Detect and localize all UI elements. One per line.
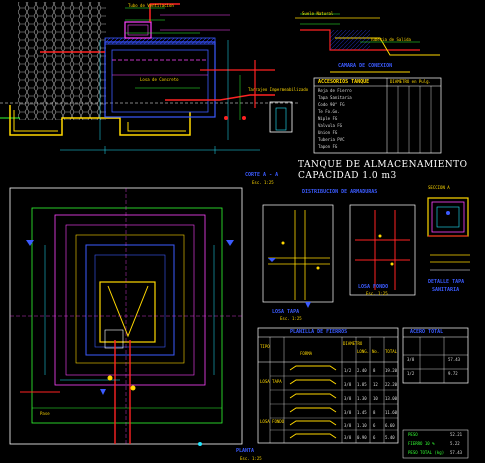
acero-cell-v: 57.43 [448, 357, 461, 362]
total-label: PESO [408, 432, 418, 437]
steel-col-no: No. [372, 349, 380, 354]
steel-cell-l: 1.85 [357, 382, 367, 387]
steel-col-diam: DIAMETRO [343, 341, 363, 346]
steel-cell-t: 13.00 [385, 396, 398, 401]
label-detalle-tapa: DETALLE TAPA [428, 279, 465, 285]
planilla-title: PLANILLA DE FIERROS [290, 329, 348, 335]
steel-cell-d: 1/2 [344, 368, 352, 373]
steel-cell-t: 22.20 [385, 382, 398, 387]
label-losa-fondo: LOSA FONDO [358, 284, 389, 290]
label-planta-scale: Esc. 1:25 [240, 456, 262, 461]
annotation-suelo: Suelo Natural [302, 11, 334, 16]
label-seccion-a: SECCION A [428, 185, 450, 190]
steel-cell-d: 3/8 [344, 382, 352, 387]
steel-cell-l: 1.30 [357, 396, 367, 401]
camara-conexion-drawing [295, 13, 440, 73]
steel-cell-n: 6 [373, 423, 376, 428]
total-value: 5.22 [450, 441, 460, 446]
label-camara: CAMARA DE CONEXION [338, 63, 393, 69]
label-detalle-tapa-sub: SANITARIA [432, 287, 460, 293]
label-losa-tapa-scale: Esc. 1:25 [280, 316, 302, 321]
steel-cell-t: 6.60 [385, 423, 395, 428]
steel-col-total: TOTAL [385, 349, 398, 354]
steel-cell-t: 19.20 [385, 368, 398, 373]
steel-cell-l: 1.45 [357, 410, 367, 415]
total-value: 57.43 [450, 450, 463, 455]
total-label: FIERRO 10 % [408, 441, 435, 446]
steel-cell-d: 3/8 [344, 423, 352, 428]
steel-cell-n: 10 [373, 396, 378, 401]
annotation-tuberia-salida: Tuberia de Salida [370, 37, 411, 42]
accessories-table-grid [313, 77, 442, 154]
label-corte-scale: Esc. 1:25 [252, 180, 274, 185]
acero-total-title: ACERO TOTAL [410, 329, 444, 335]
reinforcement-drawing [262, 204, 416, 308]
accessory-row: Tapon FG [318, 144, 338, 149]
steel-cell-d: 3/8 [344, 435, 352, 440]
acero-cell-d: 3/8 [407, 357, 415, 362]
steel-col-long: LONG. [357, 349, 370, 354]
plan-drawing [9, 187, 243, 446]
steel-col-tipo: TIPO [260, 344, 270, 349]
annotation-tubo-ventilacion: Tubo de Ventilacion [128, 3, 174, 8]
detalle-tapa-drawing [427, 197, 470, 271]
accessory-row: Valvula FG [318, 123, 343, 128]
steel-cell-d: 3/8 [344, 410, 352, 415]
label-corte: CORTE A - A [245, 172, 279, 178]
acero-cell-d: 1/2 [407, 371, 415, 376]
total-value: 52.21 [450, 432, 463, 437]
steel-cell-n: 12 [373, 382, 378, 387]
steel-cell-l: 0.90 [357, 435, 367, 440]
steel-cell-l: 2.40 [357, 368, 367, 373]
steel-table-grid [257, 327, 469, 459]
drawing-title-line1: TANQUE DE ALMACENAMIENTO [298, 160, 468, 170]
steel-cell-n: 8 [373, 368, 376, 373]
steel-col-forma: FORMA [300, 351, 313, 356]
steel-cell-n: 8 [373, 410, 376, 415]
steel-cell-n: 6 [373, 435, 376, 440]
label-planta: PLANTA [236, 448, 255, 454]
steel-group-fondo: LOSA FONDO [260, 419, 285, 424]
label-losa-fondo-scale: Esc. 1:25 [366, 291, 388, 296]
steel-cell-l: 1.10 [357, 423, 367, 428]
accessories-header: ACCESORIOS TANQUE [318, 79, 370, 85]
annotation-impermeabilizado: Tarrajeo Impermeabilizado [248, 87, 309, 92]
steel-cell-d: 3/8 [344, 396, 352, 401]
accessory-row: Reja de Fierro [318, 88, 352, 93]
steel-cell-t: 5.40 [385, 435, 395, 440]
total-label: PESO TOTAL (kg) [408, 450, 445, 455]
accessory-row: Te Fo.Go. [318, 109, 340, 114]
annotation-pase: Pase [40, 411, 50, 416]
label-distribucion: DISTRIBUCION DE ARMADURAS [302, 189, 378, 195]
accessory-row: Codo 90° FG [318, 102, 345, 107]
acero-cell-v: 9.72 [448, 371, 458, 376]
accessory-row: Union FG [318, 130, 338, 135]
annotation-losa-concreto: Losa de Concreto [140, 77, 179, 82]
label-losa-tapa: LOSA TAPA [272, 309, 300, 315]
drawing-title-line2: CAPACIDAD 1.0 m3 [298, 171, 397, 181]
accessories-header2: DIAMETRO en Pulg. [390, 79, 431, 84]
accessory-row: Tuberia PVC [318, 137, 345, 142]
section-aa-drawing [0, 2, 300, 154]
steel-cell-t: 11.60 [385, 410, 398, 415]
accessory-row: Niple FG [318, 116, 338, 121]
accessory-row: Tapa Sanitaria [318, 95, 352, 100]
steel-group-tapa: LOSA TAPA [260, 379, 282, 384]
